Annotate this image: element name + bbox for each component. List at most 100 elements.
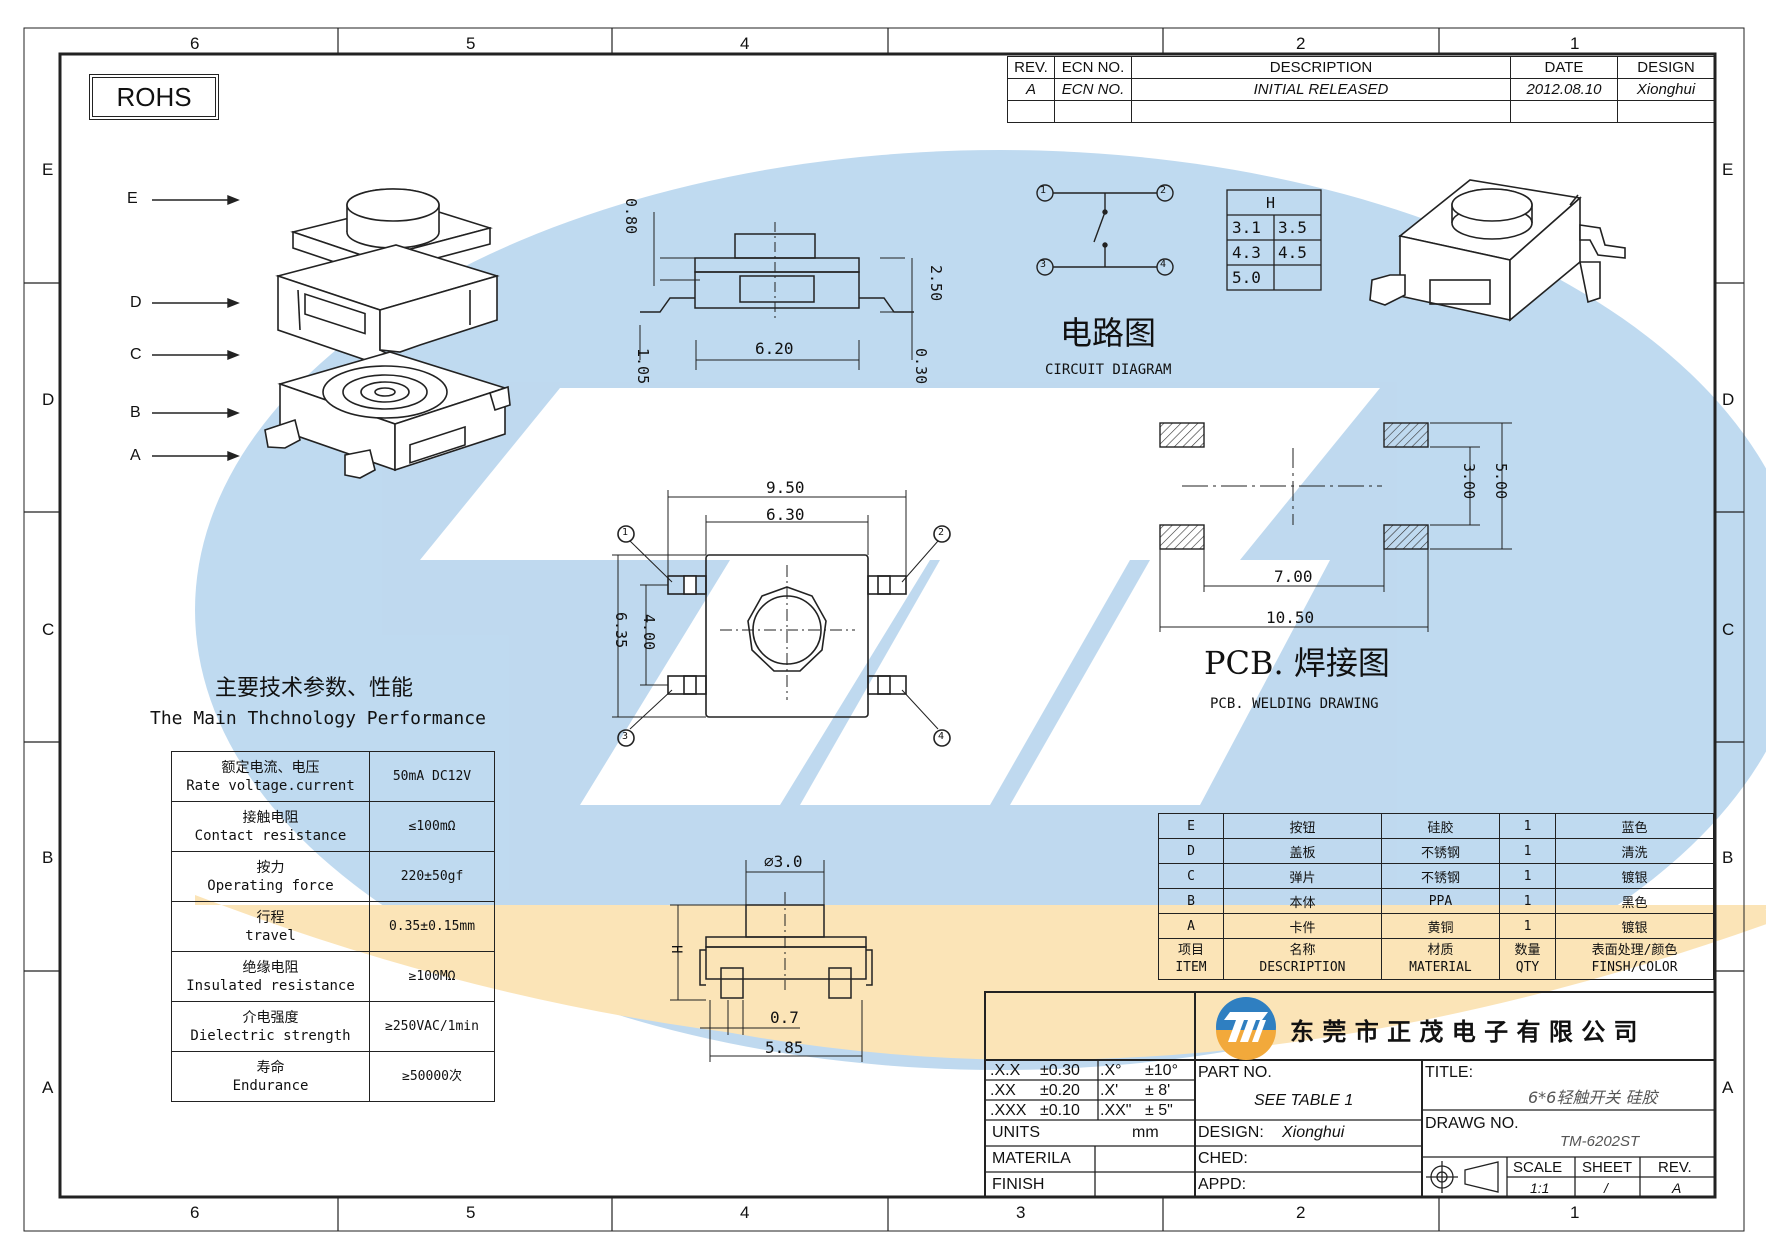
tol-2-b: ±0.20 (1040, 1082, 1080, 1099)
perf-value: ≥100MΩ (369, 951, 495, 1002)
circuit-pin-2: 2 (1160, 185, 1167, 196)
date-header: DATE (1510, 56, 1618, 79)
ecn-header: ECN NO. (1054, 56, 1132, 79)
zone-row-right-a: A (1722, 1078, 1734, 1097)
tol-3-a: .XXX (990, 1102, 1027, 1119)
circuit-diagram (1036, 184, 1174, 276)
zone-col-bottom-4: 4 (740, 1203, 750, 1222)
zone-row-left-e: E (42, 160, 54, 179)
bom-material: 不锈钢 (1380, 863, 1501, 889)
bom-item: A (1158, 913, 1224, 939)
drawg-no-label: DRAWG NO. (1425, 1115, 1519, 1132)
units-label: UNITS (992, 1124, 1040, 1141)
pcb-welding-view (1159, 422, 1512, 632)
perf-value: ≤100mΩ (369, 801, 495, 852)
exploded-label-e: E (127, 190, 138, 207)
side-dim-width: 5.85 (765, 1038, 804, 1057)
top-dim-body: 6.30 (766, 505, 805, 524)
part-cover-plate (275, 244, 500, 377)
bom-name: 弹片 (1222, 863, 1382, 889)
perf-name-cn: 接触电阻 (242, 809, 299, 826)
pcb-title-cn: PCB. 焊接图 (1204, 644, 1390, 682)
front-dim-width: 6.20 (755, 339, 794, 358)
bom-header-qty-cn: 数量 (1514, 943, 1541, 958)
zone-col-top-2: 2 (1296, 34, 1306, 53)
perf-name-cn: 行程 (256, 909, 285, 926)
perf-value: 0.35±0.15mm (369, 901, 495, 952)
bom-finish: 黑色 (1555, 888, 1714, 914)
bom-header-finish-en: FINSH/COLOR (1591, 960, 1678, 975)
bom-qty: 1 (1499, 913, 1557, 939)
zone-row-left-c: C (42, 620, 55, 639)
zone-row-left-d: D (42, 390, 55, 409)
units-value: mm (1132, 1124, 1159, 1141)
perf-name-cn: 寿命 (256, 1059, 285, 1076)
side-dim-pin: 0.7 (770, 1008, 799, 1027)
top-view (612, 490, 951, 747)
pcb-dim-inner: 7.00 (1274, 567, 1313, 586)
pcb-title-en: PCB. WELDING DRAWING (1210, 696, 1379, 712)
h-table-cell-3: 4.3 (1232, 243, 1261, 262)
bom-qty: 1 (1499, 838, 1557, 864)
perf-value: 220±50gf (369, 851, 495, 902)
bom-item: B (1158, 888, 1224, 914)
tol-3-c: .XX" (1100, 1102, 1132, 1119)
exploded-label-c: C (130, 346, 142, 363)
top-pin-3: 3 (622, 731, 629, 742)
perf-name-cn: 额定电流、电压 (221, 759, 320, 776)
exploded-label-b: B (130, 404, 141, 421)
company-name: 东 莞 市 正 茂 电 子 有 限 公 司 (1290, 1018, 1638, 1046)
rev-label: REV. (1658, 1159, 1692, 1176)
circuit-pin-4: 4 (1160, 259, 1167, 270)
zone-col-top-4: 4 (740, 34, 750, 53)
part-no-label: PART NO. (1198, 1064, 1272, 1081)
sheet-label: SHEET (1582, 1159, 1633, 1176)
pcb-dim-outer: 10.50 (1266, 608, 1315, 627)
exploded-view (152, 188, 511, 479)
materia-label: MATERILA (992, 1150, 1071, 1167)
perf-value: ≥250VAC/1min (369, 1001, 495, 1052)
exploded-label-d: D (130, 294, 142, 311)
bom-finish: 清洗 (1555, 838, 1714, 864)
top-dim-overall: 9.50 (766, 478, 805, 497)
bom-name: 本体 (1222, 888, 1382, 914)
rohs-label: ROHS (89, 74, 219, 120)
tol-3-d: ± 5" (1145, 1102, 1173, 1119)
drawg-no-value: TM-6202ST (1560, 1133, 1640, 1150)
zone-col-bottom-6: 6 (190, 1203, 200, 1222)
h-table-cell-2: 3.5 (1278, 218, 1307, 237)
zone-col-top-5: 5 (466, 34, 476, 53)
bom-qty: 1 (1499, 863, 1557, 889)
front-dim-lead-thickness: 0.30 (912, 348, 930, 385)
front-view (639, 212, 914, 370)
bom-item: E (1158, 813, 1224, 839)
tol-2-d: ± 8' (1145, 1082, 1171, 1099)
side-view (670, 860, 873, 1062)
description-header: DESCRIPTION (1131, 56, 1511, 79)
company-logo (1216, 997, 1276, 1060)
bom-finish: 镀银 (1555, 863, 1714, 889)
design-header: DESIGN (1617, 56, 1715, 79)
perf-name-cn: 按力 (256, 859, 285, 876)
ecn-value: ECN NO. (1054, 78, 1132, 101)
perf-name-en: Rate voltage.current (186, 777, 355, 794)
date-value: 2012.08.10 (1510, 78, 1618, 101)
top-dim-height-inner: 4.00 (640, 614, 658, 651)
bom-finish: 蓝色 (1555, 813, 1714, 839)
revision-table: REV. ECN NO. DESCRIPTION DATE DESIGN A E… (1007, 56, 1715, 123)
circuit-title-en: CIRCUIT DIAGRAM (1045, 362, 1172, 378)
zone-col-top-1: 1 (1570, 34, 1580, 53)
appd-label: APPD: (1198, 1176, 1247, 1193)
circuit-pin-3: 3 (1040, 259, 1047, 270)
zone-col-bottom-1: 1 (1570, 1203, 1580, 1222)
